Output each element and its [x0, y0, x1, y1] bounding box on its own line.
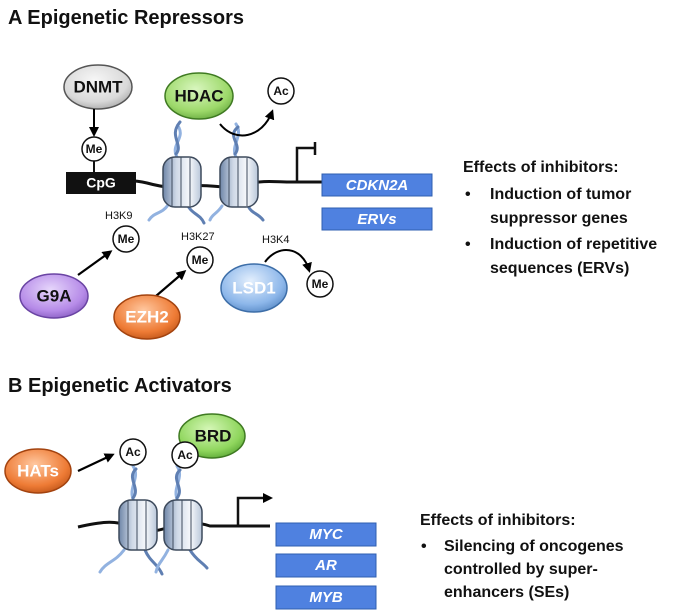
hats-acetyl-mark: Ac: [119, 438, 147, 466]
gene-box-myc: MYC: [275, 522, 377, 547]
gene-label-ar: AR: [314, 557, 337, 574]
site-label-h3k9: H3K9: [105, 210, 133, 222]
lsd1-protein: LSD1: [220, 263, 288, 313]
effects-b-item-1-line-1: Silencing of oncogenes: [444, 538, 624, 555]
effects-b-item-1-line-2: controlled by super-: [444, 561, 598, 578]
gene-label-cdkn2a: CDKN2A: [346, 177, 409, 194]
h3k27-methyl-mark: Me: [186, 246, 214, 274]
nucleosome-b-2: [163, 499, 203, 551]
hats-acetyl-label: Ac: [125, 445, 141, 459]
effects-b-item-1-line-3: enhancers (SEs): [444, 584, 569, 601]
gene-box-ar: AR: [275, 553, 377, 578]
brd-acetyl-mark: Ac: [171, 441, 199, 469]
h3k4-methyl-mark: Me: [306, 270, 334, 298]
effects-a-item-1-line-2: suppressor genes: [490, 210, 628, 227]
effects-a: Effects of inhibitors: • Induction of tu…: [463, 159, 657, 277]
lsd1-label: LSD1: [232, 278, 275, 297]
gene-box-myb: MYB: [275, 585, 377, 610]
dnmt-label: DNMT: [73, 77, 123, 96]
effects-a-bullet-1: •: [465, 186, 471, 203]
g9a-label: G9A: [37, 286, 72, 305]
gene-label-ervs: ERVs: [357, 211, 396, 228]
brd-acetyl-label: Ac: [177, 448, 193, 462]
hdac-arrow: [219, 109, 275, 137]
gene-box-cdkn2a: CDKN2A: [321, 173, 433, 197]
g9a-arrow: [77, 250, 113, 276]
h3k27-methyl-label: Me: [192, 253, 209, 267]
hdac-acetyl-mark: Ac: [267, 77, 295, 105]
ezh2-arrow: [155, 270, 187, 297]
hdac-protein: HDAC: [164, 72, 234, 120]
dnmt-protein: DNMT: [63, 64, 133, 110]
effects-a-item-2-line-2: sequences (ERVs): [490, 260, 629, 277]
lsd1-arrow: [264, 249, 312, 273]
effects-a-item-2-line-1: Induction of repetitive: [490, 236, 657, 253]
active-promoter-icon: [236, 493, 273, 526]
cpg-label: CpG: [86, 175, 116, 191]
histone-tails-a: [147, 120, 265, 225]
effects-b-bullet-1: •: [421, 538, 427, 555]
gene-label-myc: MYC: [309, 526, 344, 543]
effects-a-heading: Effects of inhibitors:: [463, 159, 619, 176]
site-label-h3k4: H3K4: [262, 234, 290, 246]
brd-label: BRD: [195, 426, 232, 445]
h3k9-methyl-label: Me: [118, 232, 135, 246]
cpg-methyl-mark: Me: [81, 136, 107, 172]
effects-a-bullet-2: •: [465, 236, 471, 253]
hdac-acetyl-label: Ac: [273, 84, 289, 98]
cpg-methyl-label: Me: [86, 142, 103, 156]
hats-protein: HATs: [4, 448, 72, 494]
h3k4-methyl-label: Me: [312, 277, 329, 291]
effects-b: Effects of inhibitors: • Silencing of on…: [420, 512, 624, 601]
g9a-protein: G9A: [19, 273, 89, 319]
hats-label: HATs: [17, 461, 59, 480]
repressed-promoter-icon: [295, 142, 317, 182]
effects-b-heading: Effects of inhibitors:: [420, 512, 576, 529]
hdac-label: HDAC: [174, 86, 223, 105]
nucleosome-b-1: [118, 499, 158, 551]
gene-box-ervs: ERVs: [321, 207, 433, 231]
ezh2-label: EZH2: [125, 307, 168, 326]
histone-tails-b: [98, 464, 209, 576]
h3k9-methyl-mark: Me: [112, 225, 140, 253]
section-a-title: A Epigenetic Repressors: [8, 7, 244, 29]
ezh2-protein: EZH2: [113, 294, 181, 340]
site-label-h3k27: H3K27: [181, 231, 215, 243]
hats-arrow: [77, 453, 115, 472]
gene-label-myb: MYB: [309, 589, 343, 606]
nucleosome-a-2: [219, 156, 259, 208]
nucleosome-a-1: [162, 156, 202, 208]
section-b-title: B Epigenetic Activators: [8, 375, 232, 397]
effects-a-item-1-line-1: Induction of tumor: [490, 186, 631, 203]
cpg-site: CpG: [66, 172, 136, 194]
